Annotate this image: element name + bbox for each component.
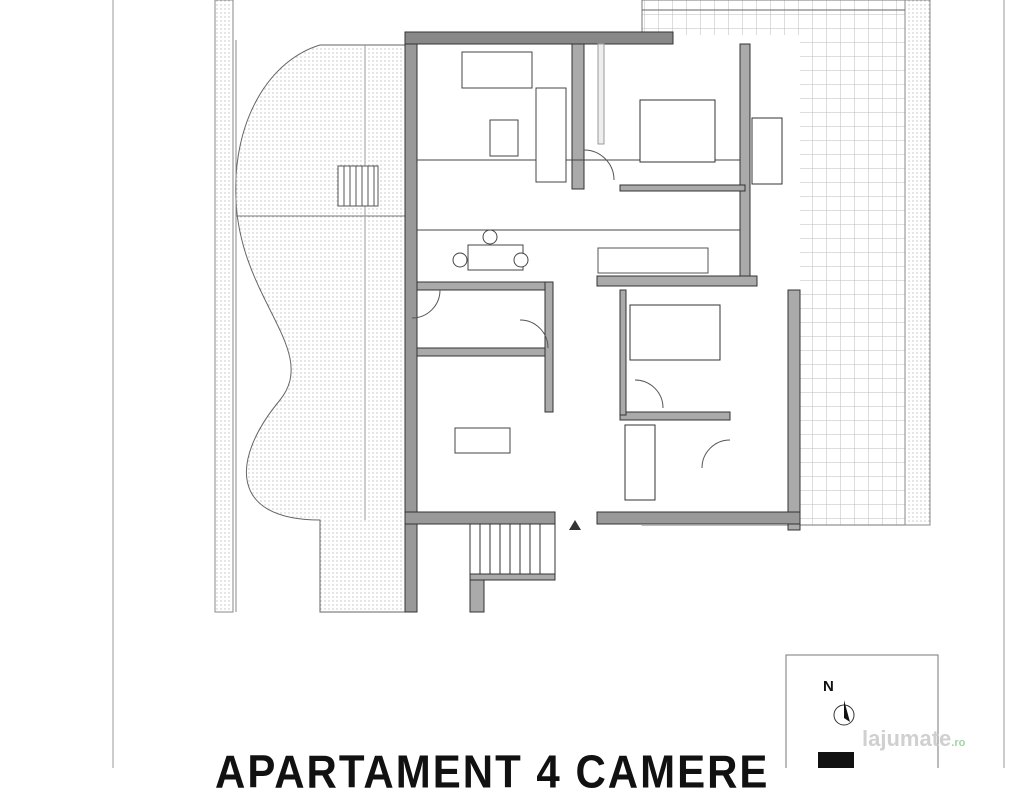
dining-table	[452, 229, 529, 271]
kitchen-sink-counter	[597, 247, 709, 274]
desk	[454, 427, 511, 454]
compass-needle-icon	[844, 700, 850, 722]
kitchen-island	[489, 119, 519, 157]
bed-1	[639, 99, 716, 163]
watermark-suffix: .ro	[951, 737, 966, 749]
plan-title: APARTAMENT 4 CAMERE	[215, 745, 770, 798]
entrance-arrow	[569, 520, 581, 530]
compass-north-label: N	[823, 678, 834, 695]
floor-plan	[112, 0, 1005, 768]
kitchen-counter	[461, 51, 567, 183]
compass-box	[785, 654, 939, 768]
bed-2	[629, 304, 721, 361]
watermark: lajumate.ro	[862, 726, 965, 752]
balcony-window	[751, 117, 783, 185]
watermark-text: lajumate	[862, 726, 952, 751]
garden-steps	[337, 165, 379, 207]
apartment	[404, 31, 801, 613]
entrance-stairs	[469, 520, 581, 613]
bathtub	[624, 424, 656, 501]
garden-area	[214, 0, 406, 613]
